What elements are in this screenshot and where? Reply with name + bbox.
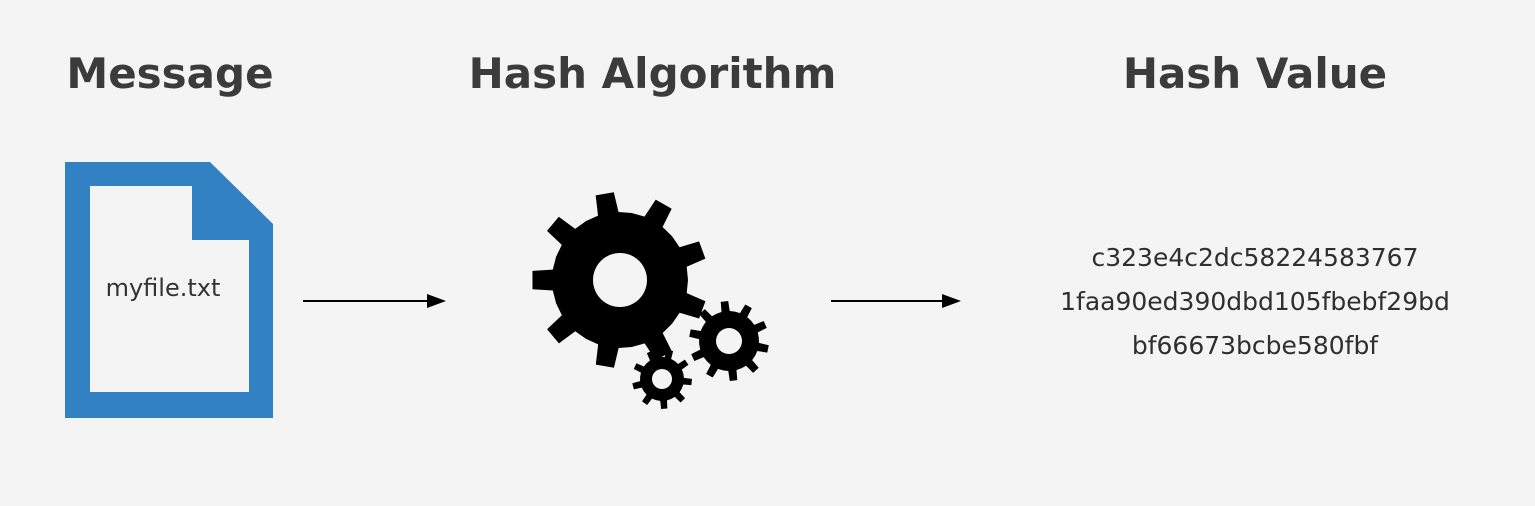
heading-message: Message bbox=[66, 49, 274, 98]
large-gear-icon bbox=[532, 192, 706, 368]
heading-hash-algorithm: Hash Algorithm bbox=[468, 49, 837, 98]
heading-hash-value: Hash Value bbox=[1122, 49, 1388, 98]
file-name: myfile.txt bbox=[105, 274, 221, 302]
gears-icon bbox=[530, 190, 780, 415]
document-icon bbox=[65, 162, 273, 418]
hash-value-text: c323e4c2dc58224583767 1faa90ed390dbd105f… bbox=[1000, 236, 1510, 368]
small-gear-icon bbox=[632, 349, 692, 409]
arrow-right-icon bbox=[303, 291, 448, 311]
arrow-right-icon bbox=[831, 291, 963, 311]
hash-line-2: 1faa90ed390dbd105fbebf29bd bbox=[1060, 287, 1450, 316]
medium-gear-icon bbox=[689, 301, 769, 381]
hash-line-3: bf66673bcbe580fbf bbox=[1131, 331, 1379, 360]
hash-line-1: c323e4c2dc58224583767 bbox=[1091, 243, 1419, 272]
message-file: myfile.txt bbox=[63, 160, 275, 420]
